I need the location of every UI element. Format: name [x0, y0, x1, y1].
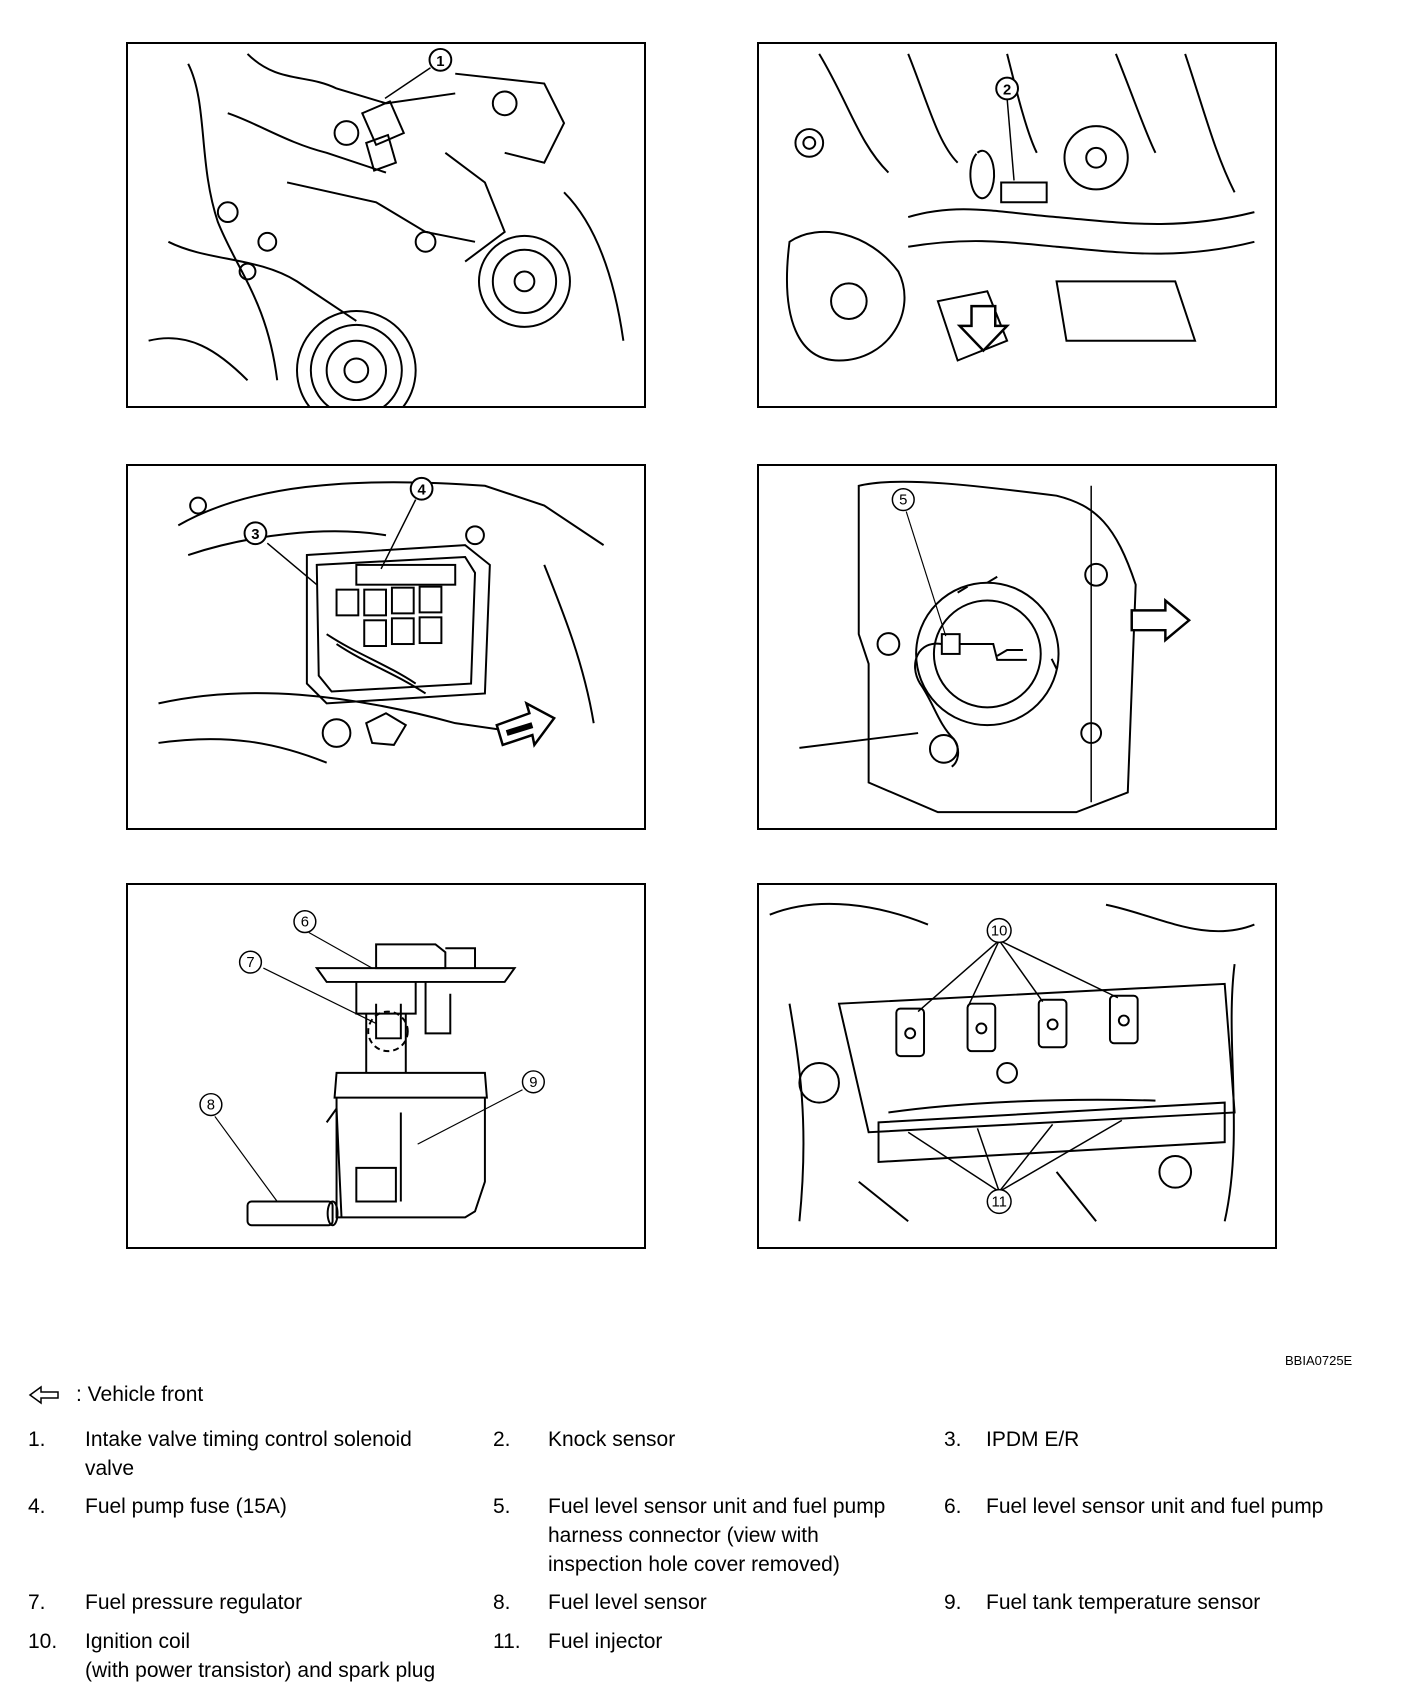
callout-3: 3 [251, 527, 259, 543]
panel-fuel-pump-connector: 5 [757, 464, 1277, 830]
legend-text: Fuel tank temperature sensor [986, 1591, 1261, 1614]
inspection-hole-illustration: 5 [799, 480, 1192, 814]
legend-number: 7. [28, 1591, 46, 1614]
callout-7: 7 [246, 955, 254, 971]
ipdm-er-illustration: 3 4 [158, 476, 605, 764]
legend-number: 5. [493, 1495, 511, 1518]
callout-10: 10 [991, 923, 1008, 939]
legend-text: Fuel level sensor [548, 1591, 707, 1614]
legend-text: Fuel level sensor unit and fuel pump har… [548, 1495, 886, 1576]
callout-4: 4 [417, 483, 426, 499]
callout-8: 8 [207, 1098, 215, 1114]
legend-number: 2. [493, 1428, 511, 1451]
legend-number: 4. [28, 1495, 46, 1518]
callout-5: 5 [899, 493, 907, 509]
fuel-pump-unit-illustration: 6 7 8 9 [199, 909, 545, 1227]
legend-number: 9. [944, 1591, 962, 1614]
legend-number: 8. [493, 1591, 511, 1614]
vehicle-front-legend: : Vehicle front [28, 1383, 203, 1407]
legend-number: 3. [944, 1428, 962, 1451]
legend-number: 1. [28, 1428, 46, 1451]
legend-text: Intake valve timing control solenoid val… [85, 1428, 412, 1480]
legend-text: Knock sensor [548, 1428, 676, 1451]
panel-ipdm-er: 3 4 [126, 464, 646, 830]
vehicle-front-label: : Vehicle front [76, 1383, 204, 1406]
legend-text: IPDM E/R [986, 1428, 1080, 1451]
legend-text: Fuel injector [548, 1630, 663, 1653]
legend-text: Fuel pump fuse (15A) [85, 1495, 287, 1518]
vehicle-front-arrow-icon [28, 1385, 59, 1405]
intake-manifold-illustration: 2 [786, 53, 1255, 362]
panel-ignition-injectors: 10 11 [757, 883, 1277, 1249]
callout-11: 11 [991, 1194, 1006, 1210]
callout-1: 1 [436, 54, 444, 70]
cylinder-head-illustration: 10 11 [769, 902, 1255, 1223]
figure-code: BBIA0725E [1285, 1353, 1353, 1368]
panel-knock-sensor: 2 [757, 42, 1277, 408]
callout-9: 9 [529, 1075, 537, 1091]
panel-fuel-pump-unit: 6 7 8 9 [126, 883, 646, 1249]
legend-text: Fuel pressure regulator [85, 1591, 303, 1614]
legend-number: 11. [493, 1630, 521, 1653]
legend-number: 10. [28, 1630, 58, 1653]
legend-number: 6. [944, 1495, 962, 1518]
legend-text: Fuel level sensor unit and fuel pump [986, 1495, 1324, 1518]
callout-2: 2 [1003, 82, 1011, 98]
legend-text: Ignition coil (with power transistor) an… [85, 1630, 436, 1682]
callout-6: 6 [301, 915, 309, 931]
panel-valve-timing-solenoid: 1 [126, 42, 646, 408]
engine-front-illustration: 1 [148, 47, 625, 406]
